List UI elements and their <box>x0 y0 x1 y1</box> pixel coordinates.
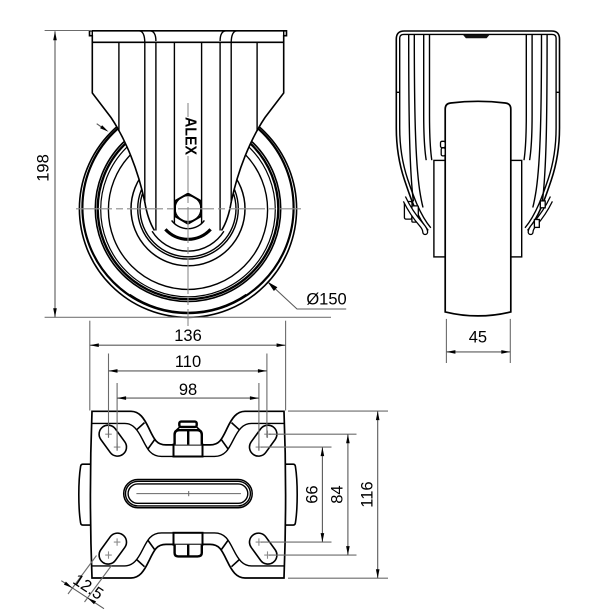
svg-text:98: 98 <box>179 381 197 399</box>
svg-text:84: 84 <box>329 485 347 503</box>
svg-text:116: 116 <box>359 481 377 507</box>
svg-text:110: 110 <box>175 353 201 371</box>
svg-text:66: 66 <box>304 485 322 503</box>
svg-text:136: 136 <box>174 327 202 345</box>
svg-text:198: 198 <box>34 154 52 182</box>
svg-text:ALEX: ALEX <box>182 117 199 155</box>
svg-text:Ø150: Ø150 <box>306 291 346 309</box>
svg-text:45: 45 <box>469 329 487 347</box>
